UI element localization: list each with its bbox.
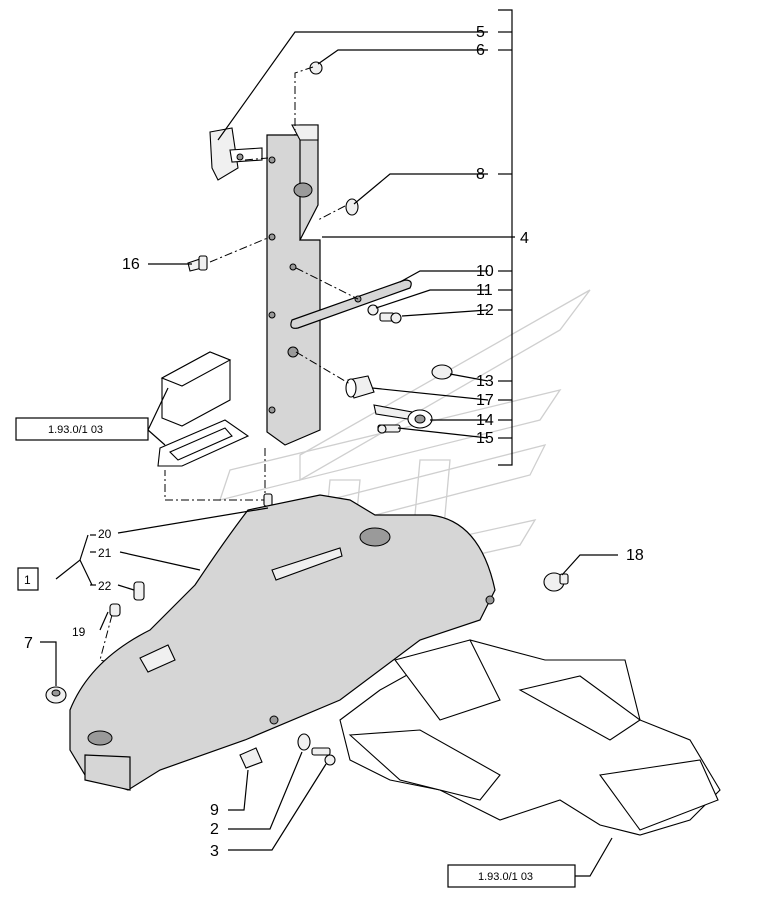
vertical-post: [266, 124, 321, 446]
callout-21: 21: [98, 546, 112, 560]
callout-13: 13: [476, 373, 494, 390]
ref-box-bottom-label: 1.93.0/1 03: [478, 871, 533, 883]
callout-6: 6: [476, 42, 485, 59]
floor-mat: [339, 639, 721, 836]
knob-part-18: [543, 572, 569, 592]
plug-part-7: [45, 686, 67, 704]
ref-box-top: [15, 417, 149, 441]
group-box-1: [17, 567, 39, 591]
callout-3: 3: [210, 843, 219, 860]
ref-box-bottom: [447, 864, 576, 888]
ref-box-top-label: 1.93.0/1 03: [48, 424, 103, 436]
bracket-part-5: [209, 127, 263, 181]
callout-12: 12: [476, 302, 494, 319]
nut-part-6: [309, 61, 323, 75]
washer-part-2: [297, 733, 311, 751]
callout-15: 15: [476, 430, 494, 447]
bushing-part-17: [345, 375, 375, 399]
bolt-part-20: [263, 493, 273, 507]
washer-part-11: [367, 304, 379, 316]
callout-19: 19: [72, 625, 86, 639]
pin-part-14: [373, 404, 433, 429]
bolt-part-19: [109, 603, 121, 617]
spacer-part-9: [239, 747, 263, 769]
callout-9: 9: [210, 802, 219, 819]
group-box-label: 1: [24, 573, 31, 587]
bolt-part-16: [187, 255, 208, 272]
callout-5: 5: [476, 24, 485, 41]
callout-20: 20: [98, 527, 112, 541]
callout-10: 10: [476, 263, 494, 280]
box-bracket-ref: [157, 351, 250, 467]
callout-14: 14: [476, 412, 494, 429]
callout-22: 22: [98, 579, 112, 593]
callout-16: 16: [122, 256, 140, 273]
bolt-part-3: [311, 747, 336, 766]
callout-18: 18: [626, 547, 644, 564]
cap-part-13: [431, 364, 453, 380]
bar-part-10: [290, 279, 412, 329]
screw-part-15: [377, 424, 401, 434]
callout-8: 8: [476, 166, 485, 183]
callout-7: 7: [24, 635, 33, 652]
main-cover: [69, 494, 496, 791]
bolt-part-12: [379, 312, 402, 324]
callout-4: 4: [520, 230, 529, 247]
bolt-part-22: [133, 581, 145, 601]
callout-17: 17: [476, 392, 494, 409]
callout-11: 11: [476, 282, 493, 299]
callout-2: 2: [210, 821, 219, 838]
